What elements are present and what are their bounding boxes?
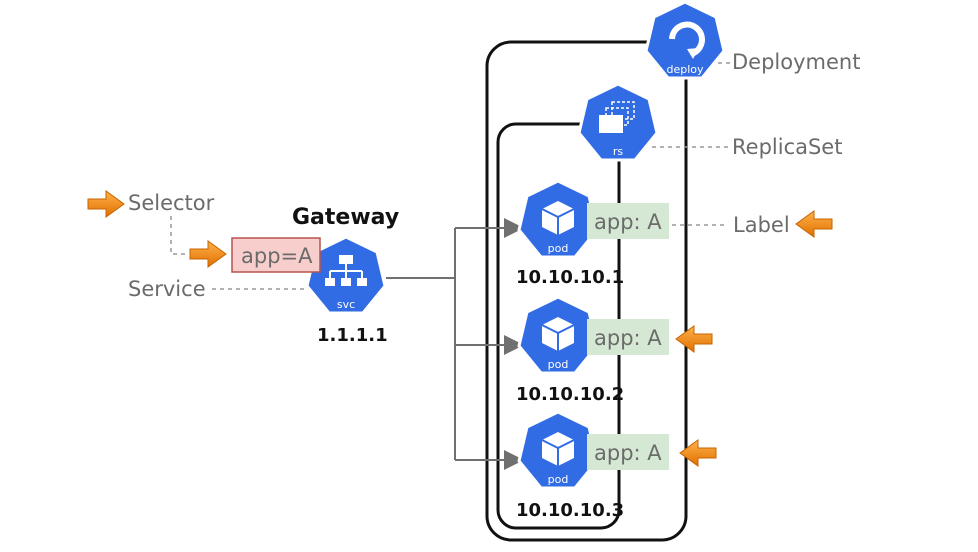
pod-icon-caption: pod <box>548 473 569 486</box>
orange-arrow-left-icon <box>679 439 717 467</box>
gateway-title: Gateway <box>292 205 399 230</box>
orange-arrow-right-icon <box>87 190 125 218</box>
replicaset-label: ReplicaSet <box>732 135 842 159</box>
rs-icon[interactable]: rs <box>577 82 659 162</box>
pod-label-badge <box>587 434 669 470</box>
orange-arrow-left-icon <box>675 325 713 353</box>
rs-icon-caption: rs <box>613 145 624 158</box>
deploy-icon[interactable]: deploy <box>644 0 726 80</box>
selector-value: app=A <box>241 244 313 268</box>
service-ip: 1.1.1.1 <box>317 325 388 346</box>
pod-icon-caption: pod <box>548 242 569 255</box>
deploy-icon-caption: deploy <box>666 63 704 76</box>
service-label: Service <box>128 277 206 301</box>
pod-icon[interactable]: pod <box>517 410 599 490</box>
pod-icon[interactable]: pod <box>517 179 599 259</box>
pod-label-text: app: A <box>594 210 662 234</box>
svc-icon-caption: svc <box>337 298 355 311</box>
pod-ip: 10.10.10.1 <box>516 267 624 288</box>
selector-label: Selector <box>128 191 215 215</box>
svc-icon[interactable]: svc <box>305 235 387 315</box>
pod-label-badge <box>587 319 669 355</box>
selector-connector <box>170 216 188 255</box>
pod-icon-caption: pod <box>548 358 569 371</box>
label-callout: Label <box>733 213 790 237</box>
pod-label-text: app: A <box>594 326 662 350</box>
pod-ip: 10.10.10.2 <box>516 384 624 405</box>
pod-label-badge <box>587 203 669 239</box>
pod-icon[interactable]: pod <box>517 295 599 375</box>
orange-arrow-right-icon <box>189 240 227 268</box>
deployment-label: Deployment <box>732 50 860 74</box>
orange-arrow-left-icon <box>795 210 833 238</box>
deployment-box <box>485 40 688 542</box>
pod-label-text: app: A <box>594 441 662 465</box>
selector-badge <box>231 237 321 273</box>
pod-ip: 10.10.10.3 <box>516 500 624 521</box>
